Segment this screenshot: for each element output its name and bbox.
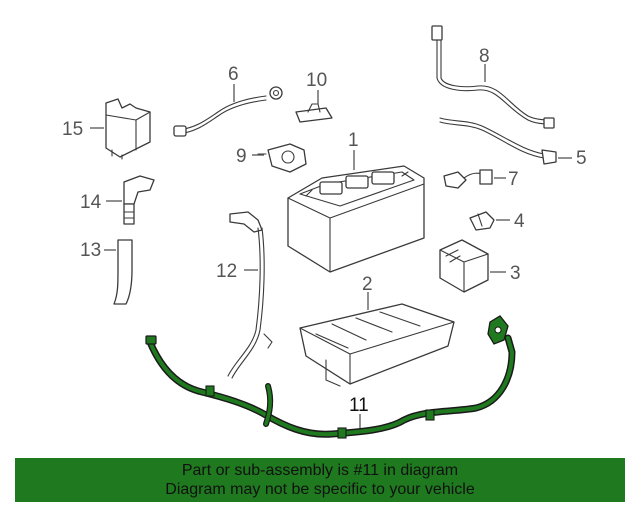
part-14-hose-fitting <box>123 175 155 225</box>
callout-1: 1 <box>348 130 359 151</box>
callout-9: 9 <box>236 146 247 167</box>
callout-15: 15 <box>62 119 83 140</box>
part-2-battery-tray <box>299 303 455 387</box>
part-6-cable <box>173 86 283 137</box>
part-15-relay-box <box>105 98 151 160</box>
callout-3: 3 <box>510 263 521 284</box>
part-10-bracket <box>295 103 333 123</box>
callout-13: 13 <box>80 240 101 261</box>
part-3-fuse-module <box>439 239 489 293</box>
part-13-hose <box>113 239 133 305</box>
callout-11: 11 <box>349 395 369 416</box>
part-12-ground-cable <box>227 211 273 379</box>
banner-line-2: Diagram may not be specific to your vehi… <box>165 481 475 498</box>
part-1-battery <box>287 165 425 273</box>
callout-10: 10 <box>306 70 327 91</box>
callout-7: 7 <box>508 169 519 190</box>
info-banner: Part or sub-assembly is #11 in diagram D… <box>15 458 625 502</box>
part-11-battery-cable <box>145 315 516 439</box>
part-4-plug <box>469 211 495 231</box>
callout-2: 2 <box>362 274 373 295</box>
part-5-cable <box>439 117 557 165</box>
banner-line-1: Part or sub-assembly is #11 in diagram <box>181 462 459 479</box>
part-7-sensor <box>443 169 493 189</box>
parts-diagram: 15 6 10 9 1 8 <box>62 25 587 439</box>
callout-14: 14 <box>80 192 102 213</box>
callout-8: 8 <box>479 46 490 67</box>
part-9-terminal-clamp <box>257 143 307 173</box>
callout-6: 6 <box>228 64 239 85</box>
callout-12: 12 <box>216 261 237 282</box>
callout-4: 4 <box>514 211 525 232</box>
part-8-cable <box>431 25 555 129</box>
callout-5: 5 <box>576 148 587 169</box>
